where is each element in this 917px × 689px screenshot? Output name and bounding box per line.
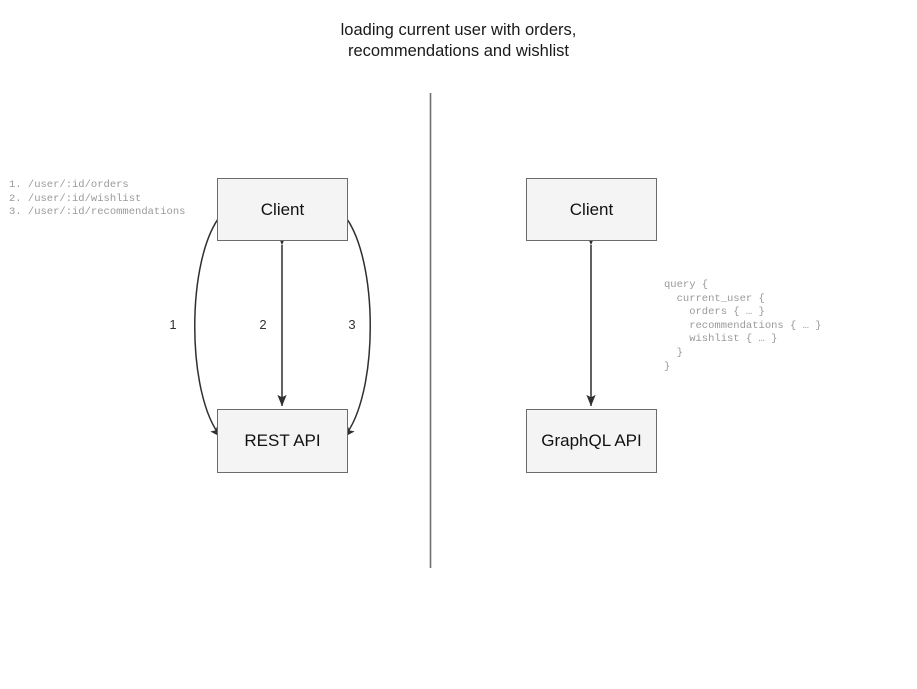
node-rest-client[interactable]: Client [217,178,348,241]
node-graphql-client-label: Client [569,199,614,219]
graphql-query-code: query { current_user { orders { … } reco… [664,279,822,373]
page-title: loading current user with orders, recomm… [340,21,577,60]
edge-label-2: 2 [259,317,267,332]
rest-endpoint-list: 1. /user/:id/orders 2. /user/:id/wishlis… [9,179,186,219]
rest-edge-3-arrow [333,203,371,438]
node-rest-client-label: Client [260,199,305,219]
node-rest-api[interactable]: REST API [217,409,348,473]
node-graphql-api-label: GraphQL API [541,431,642,450]
edge-label-1: 1 [169,317,177,332]
edge-label-3: 3 [348,317,356,332]
node-graphql-api[interactable]: GraphQL API [526,409,657,473]
rest-edge-1-arrow [194,203,232,438]
node-rest-api-label: REST API [244,431,321,450]
node-graphql-client[interactable]: Client [526,178,657,241]
